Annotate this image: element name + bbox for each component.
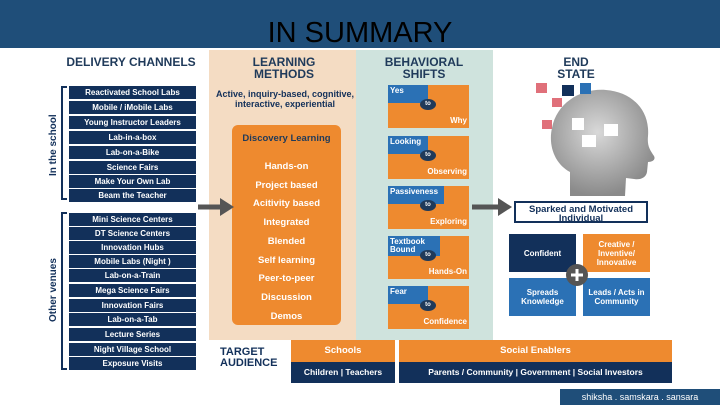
shift-from: Passiveness [390,188,438,196]
delivery-item: Mobile / iMobile Labs [69,101,196,114]
audience-social-sub: Parents / Community | Government | Socia… [399,362,672,383]
delivery-item: Lab-in-a-box [69,131,196,144]
in-school-label: In the school [48,114,59,176]
learning-item: Discovery Learning [232,133,341,144]
learning-header: LEARNING METHODS [230,56,338,80]
other-venues-bracket [61,212,67,370]
shift-from: Looking [390,138,421,146]
shift-box: Textbook Bound to Hands-On [388,236,469,279]
end-state-leads: Leads / Acts in Community [583,278,650,316]
delivery-item: Mini Science Centers [69,213,196,226]
delivery-item: Lab-on-a-Tab [69,313,196,326]
delivery-item: Night Village School [69,343,196,356]
shift-from: Yes [390,87,404,95]
arrow-right-icon [196,196,236,218]
shift-box: Fear to Confidence [388,286,469,329]
shift-from: Fear [390,288,407,296]
learning-item: Acitivity based [232,198,341,209]
target-audience-label: TARGET AUDIENCE [220,347,290,369]
learning-item: Peer-to-peer [232,273,341,284]
shift-to-badge: to [420,250,436,261]
delivery-header: DELIVERY CHANNELS [66,56,196,68]
shift-to-badge: to [420,150,436,161]
delivery-item: DT Science Centers [69,227,196,240]
delivery-item: Science Fairs [69,161,196,174]
delivery-item: Make Your Own Lab [69,175,196,188]
delivery-item: Innovation Fairs [69,299,196,312]
shift-to: Hands-On [429,268,467,276]
learning-item: Project based [232,180,341,191]
shift-to-badge: to [420,300,436,311]
delivery-item: Lab-on-a-Bike [69,146,196,159]
in-school-bracket [61,86,67,200]
delivery-item: Lab-on-a-Train [69,269,196,282]
shift-to-badge: to [420,200,436,211]
delivery-item: Mobile Labs (Night ) [69,255,196,268]
shift-box: Passiveness to Exploring [388,186,469,229]
end-state-sparked: Sparked and Motivated Individual [514,201,648,223]
learning-item: Demos [232,311,341,322]
end-state-creative: Creative / Inventive/ Innovative [583,234,650,272]
other-venues-label: Other venues [48,258,59,322]
delivery-item: Lecture Series [69,328,196,341]
page-title: IN SUMMARY [0,18,720,48]
shift-box: Looking to Observing [388,136,469,179]
audience-schools-sub: Children | Teachers [291,362,395,383]
delivery-item: Young Instructor Leaders [69,116,196,129]
delivery-item: Mega Science Fairs [69,284,196,297]
learning-item: Hands-on [232,161,341,172]
learning-subtitle: Active, inquiry-based, cognitive, intera… [215,89,355,109]
shift-to: Exploring [430,218,467,226]
audience-schools: Schools [291,340,395,362]
delivery-item: Reactivated School Labs [69,86,196,99]
shift-box: Yes to Why [388,85,469,128]
delivery-item: Exposure Visits [69,357,196,370]
learning-item: Self learning [232,255,341,266]
arrow-right-icon [470,196,514,218]
learning-item: Integrated [232,217,341,228]
learning-item: Blended [232,236,341,247]
plus-icon [566,264,588,286]
audience-social-enablers: Social Enablers [399,340,672,362]
end-state-header: END STATE [548,56,604,80]
learning-item: Discussion [232,292,341,303]
delivery-item: Innovation Hubs [69,241,196,254]
delivery-item: Beam the Teacher [69,189,196,202]
shift-to: Why [450,117,467,125]
footer-tagline: shiksha . samskara . sansara [560,389,720,405]
shift-to-badge: to [420,99,436,110]
head-icon [530,80,660,198]
behavioral-header: BEHAVIORAL SHIFTS [374,56,474,80]
shift-to: Observing [427,168,467,176]
shift-to: Confidence [423,318,467,326]
